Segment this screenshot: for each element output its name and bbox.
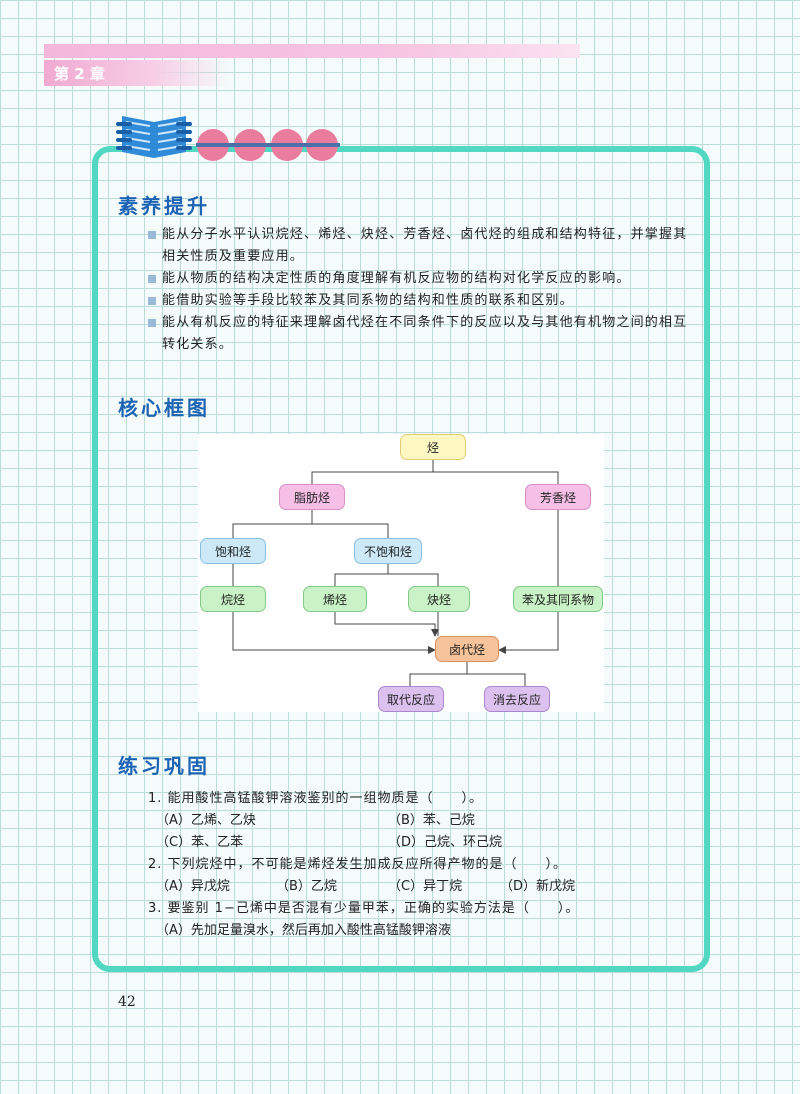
node-substitution: 取代反应 (378, 686, 444, 712)
section-title-framework: 核心框图 (118, 396, 210, 420)
node-aromatic: 芳香烃 (525, 484, 591, 510)
concept-diagram: 烃 脂肪烃 芳香烃 饱和烃 不饱和烃 烷烃 烯烃 炔烃 苯及其同系物 卤代烃 取… (198, 434, 604, 712)
section-title-literacy: 素养提升 (118, 194, 210, 218)
option-c: （C）苯、乙苯 (156, 835, 244, 850)
content-frame (92, 146, 710, 972)
node-alkene: 烯烃 (303, 586, 367, 612)
section-title-practice: 练习巩固 (118, 754, 210, 778)
question-3-options: （A）先加足量溴水，然后再加入酸性高锰酸钾溶液 (148, 920, 708, 942)
page-number: 42 (118, 994, 136, 1010)
question-3: 3. 要鉴别 1−己烯中是否混有少量甲苯，正确的实验方法是（ ）。 (148, 901, 580, 916)
literacy-list: 能从分子水平认识烷烃、烯烃、炔烃、芳香烃、卤代烃的组成和结构特征，并掌握其相关性… (148, 224, 698, 356)
literacy-item: 能从有机反应的特征来理解卤代烃在不同条件下的反应以及与其他有机物之间的相互转化关… (148, 312, 698, 356)
option-a: （A）异戊烷 (156, 879, 230, 894)
question-1-options: （A）乙烯、乙炔 （B）苯、己烷 (148, 810, 708, 832)
diagram-connectors (232, 459, 559, 686)
option-a: （A）先加足量溴水，然后再加入酸性高锰酸钾溶液 (156, 923, 451, 938)
chapter-tab: 第 2 章 (44, 60, 230, 86)
node-benzene-homologues: 苯及其同系物 (513, 586, 603, 612)
option-a: （A）乙烯、乙炔 (156, 813, 256, 828)
question-1: 1. 能用酸性高锰酸钾溶液鉴别的一组物质是（ ）。 (148, 791, 484, 806)
exercise-list: 1. 能用酸性高锰酸钾溶液鉴别的一组物质是（ ）。 （A）乙烯、乙炔 （B）苯、… (148, 788, 708, 942)
node-aliphatic: 脂肪烃 (279, 484, 345, 510)
node-unsaturated: 不饱和烃 (354, 538, 422, 564)
option-c: （C）异丁烷 (388, 879, 463, 894)
option-b: （B）乙烷 (276, 879, 337, 894)
decorative-dots (196, 129, 340, 161)
header-band (44, 44, 580, 58)
option-d: （D）己烷、环己烷 (388, 835, 503, 850)
option-d: （D）新戊烷 (500, 879, 576, 894)
node-elimination: 消去反应 (484, 686, 550, 712)
literacy-item: 能从物质的结构决定性质的角度理解有机反应物的结构对化学反应的影响。 (148, 268, 698, 290)
node-hydrocarbon: 烃 (400, 434, 466, 460)
question-2: 2. 下列烷烃中，不可能是烯烃发生加成反应所得产物的是（ ）。 (148, 857, 568, 872)
question-1-options: （C）苯、乙苯 （D）己烷、环己烷 (148, 832, 708, 854)
literacy-item: 能从分子水平认识烷烃、烯烃、炔烃、芳香烃、卤代烃的组成和结构特征，并掌握其相关性… (148, 224, 698, 268)
option-b: （B）苯、己烷 (388, 813, 475, 828)
node-alkyne: 炔烃 (408, 586, 470, 612)
node-alkane: 烷烃 (200, 586, 266, 612)
question-2-options: （A）异戊烷 （B）乙烷 （C）异丁烷 （D）新戊烷 (148, 876, 708, 898)
node-haloalkane: 卤代烃 (435, 636, 499, 662)
literacy-item: 能借助实验等手段比较苯及其同系物的结构和性质的联系和区别。 (148, 290, 698, 312)
chapter-label: 第 2 章 (54, 65, 105, 83)
open-book-icon (116, 116, 192, 158)
node-saturated: 饱和烃 (200, 538, 266, 564)
